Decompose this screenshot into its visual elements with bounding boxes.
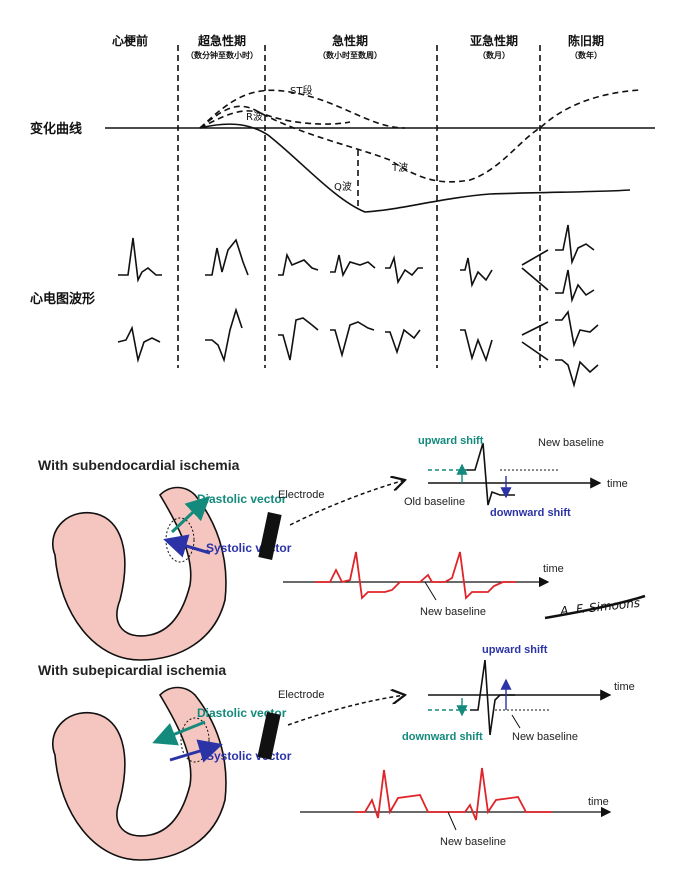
t-wave-curve bbox=[199, 89, 641, 183]
time-axis-label-4: time bbox=[588, 796, 609, 808]
subepi-ecg-trace bbox=[355, 767, 552, 821]
phase-sub-old: （数年） bbox=[570, 50, 602, 60]
systolic-vector-arrow bbox=[163, 534, 211, 558]
ecg-acute-3-upper bbox=[385, 255, 423, 285]
electrode-2 bbox=[257, 711, 281, 760]
r-label: R波 bbox=[246, 110, 263, 123]
electrode-label-2: Electrode bbox=[278, 689, 324, 701]
ecg-waveforms-row-1 bbox=[118, 224, 595, 304]
downward-shift-label-2: downward shift bbox=[402, 731, 483, 743]
baseline-pointer-2 bbox=[511, 714, 521, 729]
new-baseline-top-label: New baseline bbox=[538, 437, 604, 449]
phase-label-acute: 急性期 bbox=[332, 33, 368, 48]
phase-sub-subacute: （数月） bbox=[478, 50, 510, 60]
diastolic-vector-arrow-2 bbox=[152, 720, 206, 746]
baseline-pointer-3 bbox=[447, 811, 457, 831]
systolic-vector-label-2: Systolic vector bbox=[206, 749, 292, 763]
projection-arrow-2 bbox=[287, 695, 405, 726]
q-label: Q波 bbox=[334, 180, 352, 193]
subendocardial-title: With subendocardial ischemia bbox=[38, 457, 240, 473]
ecg-subacute-upper bbox=[460, 257, 493, 288]
subendocardial-panel: With subendocardial ischemia Diastolic v… bbox=[38, 435, 646, 661]
subepi-complex bbox=[470, 659, 515, 736]
q-wave-curve bbox=[199, 123, 631, 213]
ecg-old-upper-1 bbox=[555, 224, 595, 266]
ecg-waveforms-row-2 bbox=[117, 307, 599, 388]
upward-shift-label: upward shift bbox=[418, 435, 484, 447]
phase-sub-hyperacute: （数分钟至数小时） bbox=[186, 50, 258, 60]
diastolic-vector-label: Diastolic vector bbox=[197, 492, 287, 506]
electrode-label: Electrode bbox=[278, 489, 324, 501]
downward-shift-label: downward shift bbox=[490, 507, 571, 519]
phase-label-subacute: 亚急性期 bbox=[470, 33, 518, 48]
time-axis-label-2: time bbox=[543, 563, 564, 575]
diastolic-vector-arrow bbox=[170, 495, 211, 534]
row-label-ecg: 心电图波形 bbox=[30, 291, 95, 307]
ecg-acute-2-lower bbox=[330, 321, 375, 359]
electrode bbox=[258, 512, 282, 560]
ecg-old-upper-2 bbox=[555, 269, 595, 304]
ecg-old-lower-2 bbox=[555, 359, 599, 388]
new-baseline-bottom-label: New baseline bbox=[420, 606, 486, 618]
diastolic-vector-label-2: Diastolic vector bbox=[197, 706, 287, 720]
new-baseline-bottom-label-2: New baseline bbox=[440, 836, 506, 848]
baseline-pointer bbox=[424, 581, 437, 601]
systolic-vector-arrow-2 bbox=[169, 739, 223, 763]
old-baseline-label: Old baseline bbox=[404, 496, 465, 508]
ecg-old-connector bbox=[521, 249, 549, 291]
upward-shift-label-2: upward shift bbox=[482, 644, 548, 656]
ecg-normal-upper bbox=[118, 237, 162, 283]
subepicardial-panel: With subepicardial ischemia Diastolic ve… bbox=[38, 644, 635, 861]
signature-flourish bbox=[544, 594, 646, 620]
ecg-subacute-lower bbox=[460, 329, 493, 363]
heart-cross-section bbox=[52, 486, 227, 661]
phase-label-old: 陈旧期 bbox=[568, 33, 604, 48]
t-label: T波 bbox=[391, 161, 408, 174]
ecg-old-lower-1 bbox=[555, 310, 599, 348]
mi-evolution-panel: 心梗前 超急性期 （数分钟至数小时） 急性期 （数小时至数周） 亚急性期 （数月… bbox=[30, 33, 655, 388]
subepicardial-title: With subepicardial ischemia bbox=[38, 662, 226, 678]
new-baseline-top-label-2: New baseline bbox=[512, 731, 578, 743]
systolic-vector-label: Systolic vector bbox=[206, 541, 292, 555]
subendo-ecg-trace bbox=[315, 551, 516, 600]
ecg-old-connector-lower bbox=[521, 321, 549, 361]
phase-label-hyperacute: 超急性期 bbox=[197, 33, 246, 48]
st-label: ST段 bbox=[290, 84, 312, 97]
ecg-acute-3-lower bbox=[385, 328, 421, 355]
phase-label-pre: 心梗前 bbox=[112, 33, 148, 48]
ecg-acute-2-upper bbox=[330, 254, 376, 278]
st-segment-curve bbox=[199, 89, 406, 129]
time-axis-label-3: time bbox=[614, 681, 635, 693]
row-label-curves: 变化曲线 bbox=[30, 121, 82, 137]
ecg-hyperacute-lower bbox=[205, 307, 243, 363]
ecg-hyperacute-upper bbox=[205, 238, 249, 276]
ecg-acute-1-lower bbox=[278, 317, 319, 361]
phase-sub-acute: （数小时至数周） bbox=[318, 50, 382, 60]
time-axis-label-1: time bbox=[607, 478, 628, 490]
ecg-normal-lower bbox=[117, 325, 161, 364]
subendo-complex bbox=[465, 442, 515, 506]
ecg-acute-1-upper bbox=[278, 252, 319, 276]
projection-arrow bbox=[289, 480, 405, 526]
